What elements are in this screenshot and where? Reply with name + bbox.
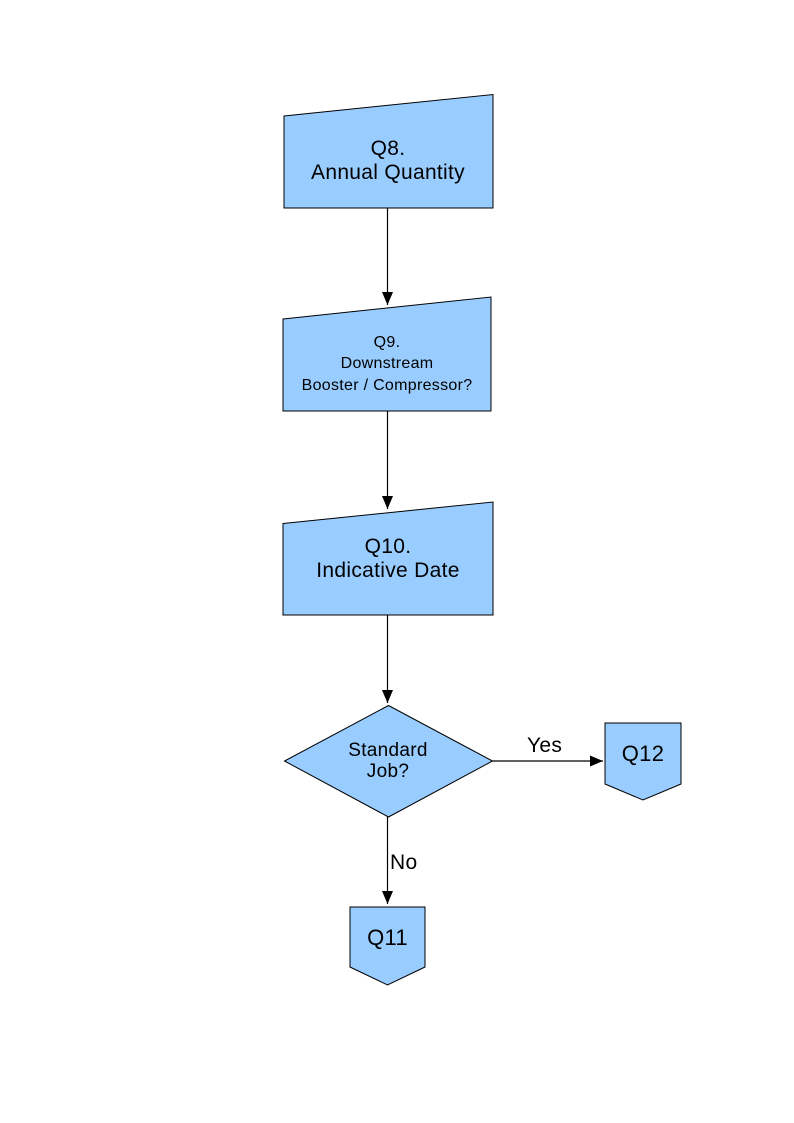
node-q8-shape [283,93,494,209]
node-q9-label-line: Downstream [340,355,434,373]
node-q8-label: Q8. Annual Quantity [283,114,493,208]
node-decision-shape [283,704,494,818]
node-q9-shape [282,296,492,412]
node-q11-label: Q11 [350,907,425,969]
node-q10-label-line: Indicative Date [316,559,460,582]
node-q9-label: Q9. Downstream Booster / Compressor? [283,317,491,411]
node-q9-label-line: Q9. [373,334,401,352]
node-q10-label-line: Q10. [364,534,412,558]
node-q10-shape [282,501,494,616]
node-decision-label-line: Standard [348,739,428,761]
node-q9-label-line: Booster / Compressor? [301,376,473,394]
node-decision-label-line: Job? [366,761,410,782]
node-q8-label-line: Q8. [370,136,406,160]
node-decision-label: Standard Job? [288,716,488,806]
node-q11-shape [349,906,426,986]
node-q10-label: Q10. Indicative Date [283,507,493,611]
node-q11-label-line: Q11 [367,924,408,950]
node-q12-shape [604,722,682,801]
edge-no-label: No [390,851,418,874]
edge-yes-label: Yes [527,734,563,757]
node-q8-label-line: Annual Quantity [311,161,465,184]
node-q12-label: Q12 [605,723,681,785]
node-q12-label-line: Q12 [621,740,665,766]
